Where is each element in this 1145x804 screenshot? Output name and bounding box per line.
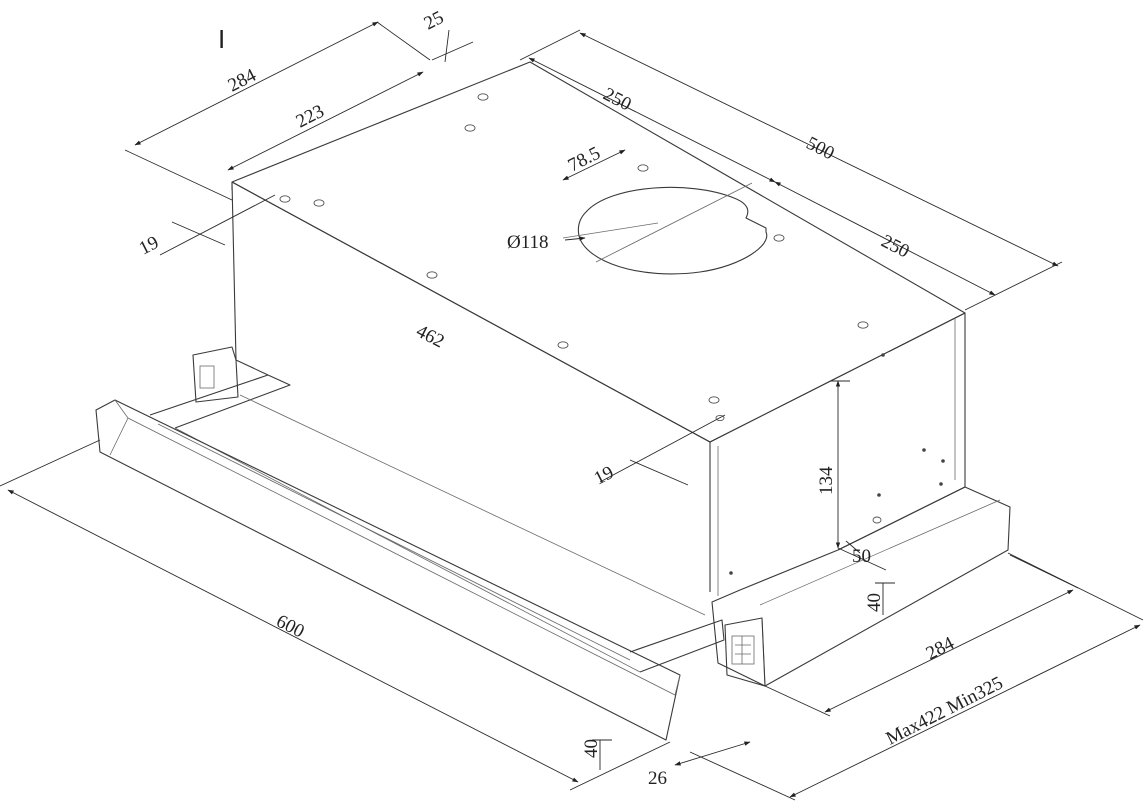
hole bbox=[313, 199, 325, 207]
switch-panel-lines bbox=[735, 636, 751, 664]
rail-lines bbox=[157, 394, 706, 673]
outlet-collar bbox=[577, 186, 768, 275]
dim-line-78-5 bbox=[562, 149, 626, 181]
label-edge-left: 19 bbox=[136, 232, 162, 259]
switch-panel-right bbox=[731, 635, 755, 665]
dim-line-250-a bbox=[528, 57, 776, 183]
label-top-depth: 284 bbox=[225, 65, 260, 97]
label-hole-offset: 78.5 bbox=[565, 143, 604, 177]
mounting-holes bbox=[279, 93, 945, 575]
label-front-width: 600 bbox=[273, 611, 308, 643]
hole bbox=[637, 164, 649, 172]
dim-line-40-panel bbox=[592, 739, 612, 770]
front-face bbox=[231, 181, 711, 592]
label-panel-depth: 26 bbox=[648, 768, 667, 789]
dim-line-19-front bbox=[599, 414, 726, 486]
ext-600 bbox=[0, 439, 671, 791]
label-half-a: 250 bbox=[600, 84, 635, 116]
lower-housing bbox=[192, 346, 1011, 687]
ext-500 bbox=[519, 29, 1063, 311]
control-box-left bbox=[192, 346, 239, 403]
ext-max-min bbox=[689, 552, 1144, 801]
label-top-inner: 223 bbox=[293, 101, 328, 133]
slide-rails bbox=[149, 374, 725, 673]
hole bbox=[426, 271, 438, 279]
body-inner-edge bbox=[717, 318, 956, 596]
hole bbox=[708, 396, 720, 404]
dim-line-223 bbox=[227, 71, 424, 171]
label-base-height: 40 bbox=[864, 593, 885, 612]
label-base-depth: 284 bbox=[923, 633, 958, 665]
telescopic-slider bbox=[95, 374, 725, 741]
label-panel-height: 40 bbox=[581, 739, 602, 758]
label-half-b: 250 bbox=[878, 231, 913, 263]
dim-line-26 bbox=[674, 741, 751, 766]
hole bbox=[279, 195, 291, 203]
rivet bbox=[729, 571, 733, 575]
label-body-height: 134 bbox=[816, 466, 837, 495]
hood-body bbox=[231, 61, 966, 596]
view-marker: I bbox=[218, 24, 225, 54]
label-body-length: 462 bbox=[413, 321, 448, 353]
label-outlet-diameter: Ø118 bbox=[507, 232, 549, 253]
label-top-offset: 25 bbox=[421, 7, 447, 34]
right-side-wall bbox=[709, 312, 966, 551]
base-edge bbox=[759, 499, 1001, 687]
label-edge-front: 19 bbox=[591, 462, 617, 489]
dim-line-max-min bbox=[789, 624, 1141, 798]
front-panel bbox=[95, 399, 681, 741]
dim-line-diameter bbox=[564, 236, 586, 241]
ext-284-top bbox=[124, 21, 431, 201]
dimension-labels: I 284 223 25 250 500 250 78.5 Ø118 19 46… bbox=[136, 7, 1007, 789]
dim-line-25 bbox=[431, 29, 474, 63]
rivet bbox=[939, 482, 943, 486]
dim-line-250-b bbox=[774, 181, 996, 296]
hole bbox=[557, 341, 569, 349]
rivet bbox=[877, 493, 881, 497]
left-side-wall bbox=[231, 181, 237, 361]
ext-284-base bbox=[764, 554, 1079, 717]
rivet bbox=[922, 448, 926, 452]
label-step: 50 bbox=[852, 546, 871, 567]
hole bbox=[857, 321, 869, 329]
hole bbox=[477, 93, 489, 101]
dim-line-50 bbox=[837, 540, 887, 571]
rivet bbox=[941, 459, 945, 463]
top-plate bbox=[231, 61, 966, 443]
hole bbox=[773, 234, 785, 242]
label-overall-width: 500 bbox=[803, 133, 838, 165]
hole bbox=[464, 124, 476, 132]
switch-panel-left bbox=[199, 365, 215, 389]
rivet bbox=[881, 353, 885, 357]
base-block bbox=[711, 486, 1011, 687]
dim-line-19-left bbox=[159, 194, 276, 256]
dimension-lines bbox=[0, 21, 1144, 801]
front-panel-inner bbox=[109, 399, 681, 696]
air-outlet bbox=[562, 182, 768, 275]
hole bbox=[872, 516, 882, 524]
label-extension-range: Max422 Min325 bbox=[883, 673, 1007, 750]
dim-line-600 bbox=[7, 489, 579, 783]
